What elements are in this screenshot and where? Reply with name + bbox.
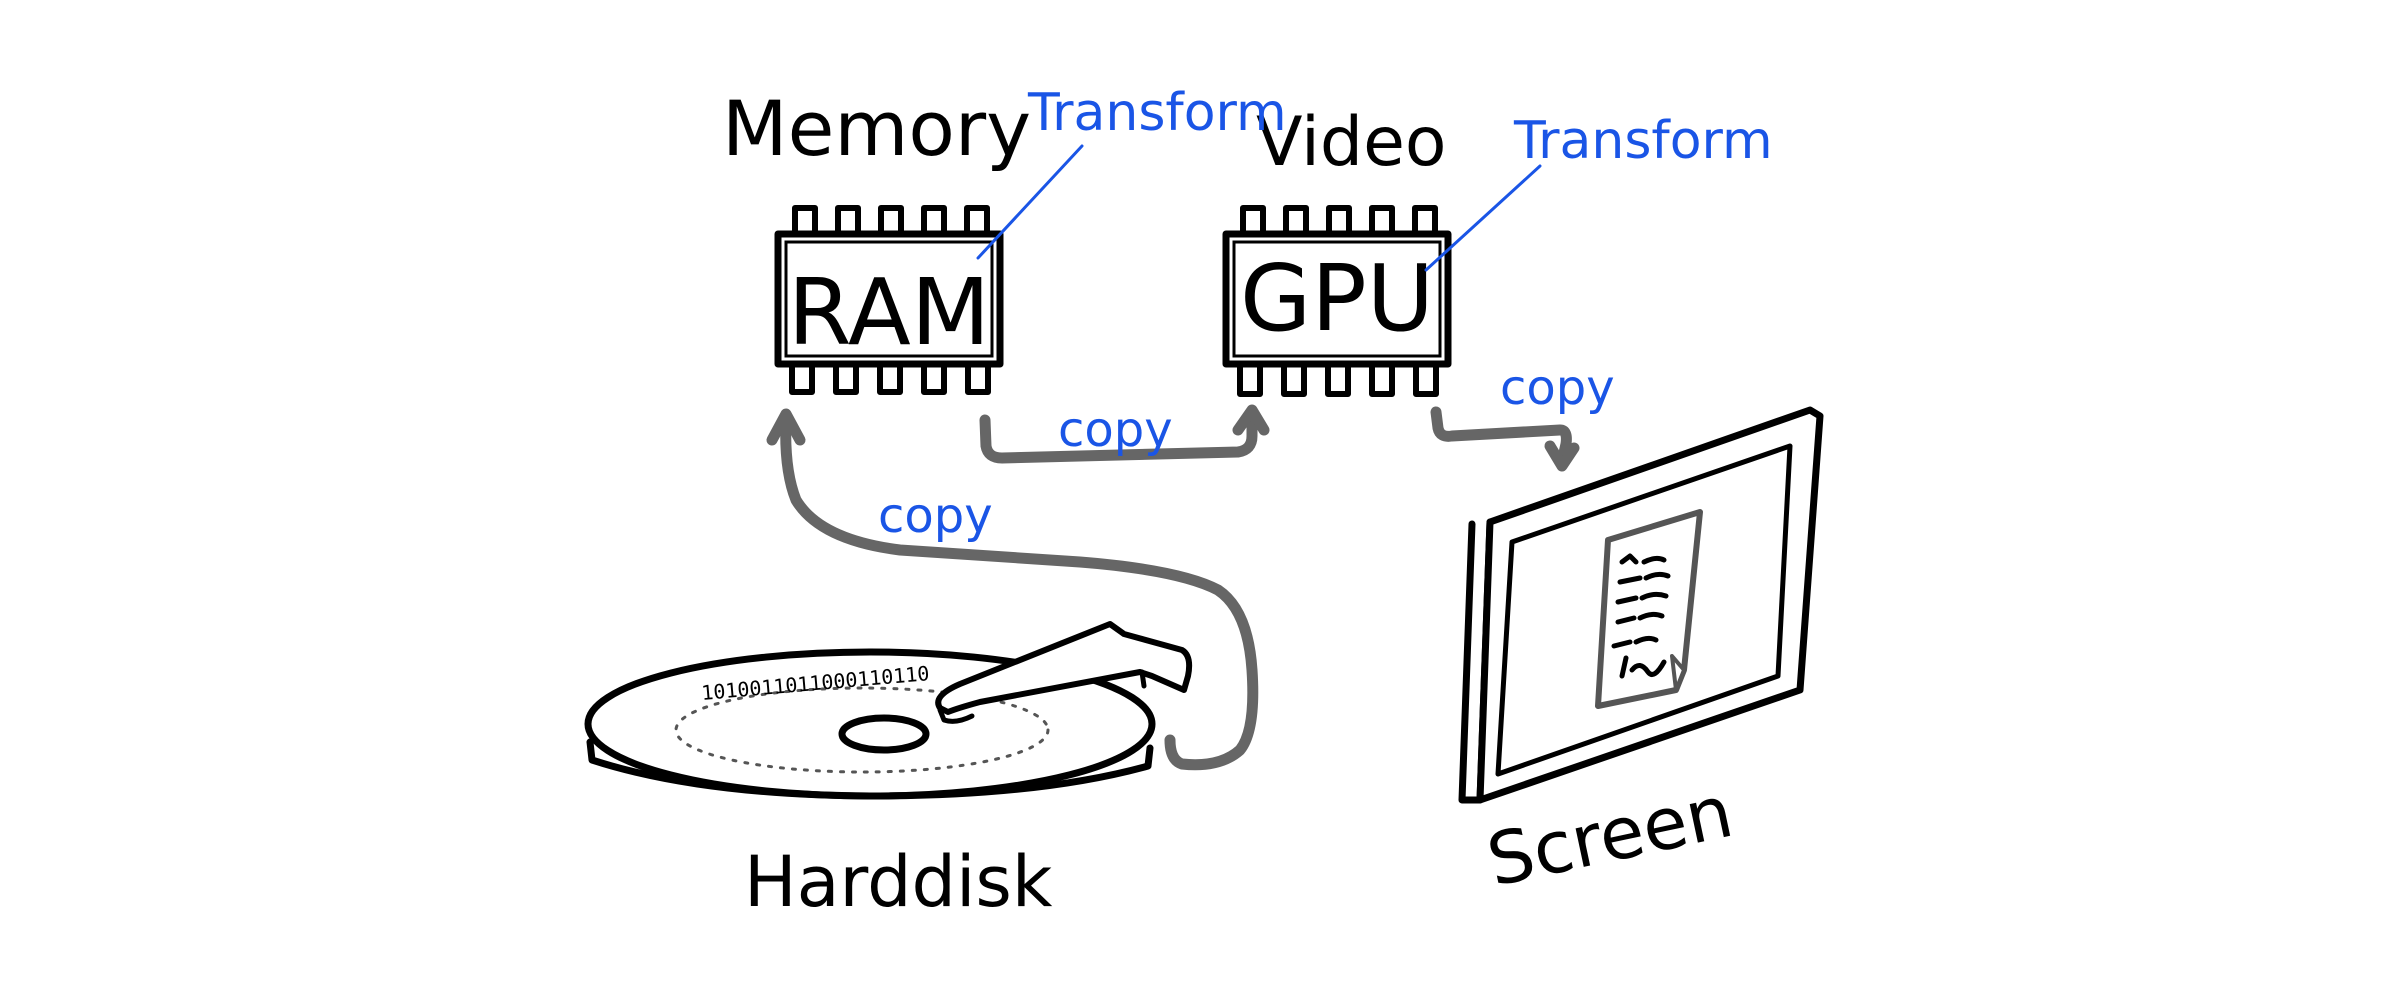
memory-label: Memory: [722, 84, 1031, 173]
ram-top-pins: [792, 205, 990, 239]
transform-annotation-gpu: Transform: [1424, 111, 1773, 272]
disk-track: [674, 686, 1050, 774]
copy-arrow-ram-to-gpu: [979, 404, 1270, 464]
gpu-chip: GPU: [1222, 205, 1452, 397]
copy-arrow-gpu-to-screen: [1430, 406, 1580, 472]
ram-chip: RAM: [774, 205, 1004, 395]
transform-label-ram: Transform: [1027, 83, 1287, 143]
copy-arrow-disk-to-ram: [766, 408, 1259, 771]
harddisk-drawing: 1010011011000110110: [584, 621, 1193, 800]
document-icon: [1595, 509, 1703, 709]
copy-label-ram-to-gpu: copy: [1058, 402, 1173, 458]
transform-label-gpu: Transform: [1513, 111, 1773, 171]
disk-read-arm: [935, 621, 1193, 715]
copy-label-disk-to-ram: copy: [878, 488, 993, 544]
ram-chip-label: RAM: [788, 259, 991, 366]
transform-annotation-ram: Transform: [976, 83, 1287, 260]
screen-drawing: [1458, 406, 1824, 804]
harddisk-label: Harddisk: [744, 841, 1053, 923]
gpu-chip-label: GPU: [1240, 245, 1434, 352]
disk-bit-string: 1010011011000110110: [700, 661, 930, 705]
ram-chip-body: [774, 230, 1004, 368]
video-label: Video: [1256, 103, 1447, 182]
disk-platter: [584, 648, 1156, 800]
gpu-chip-body: [1222, 230, 1452, 368]
disk-spindle: [838, 714, 930, 754]
copy-label-gpu-to-screen: copy: [1500, 360, 1615, 416]
